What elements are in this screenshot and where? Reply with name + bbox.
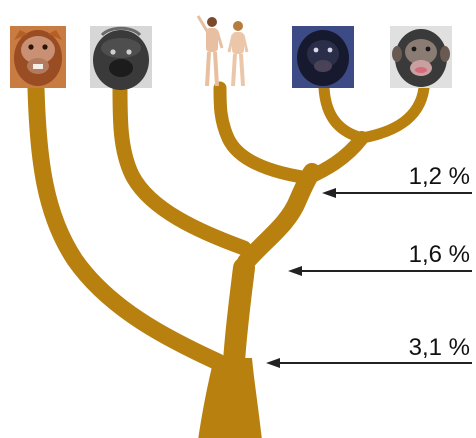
branch-stem-lower	[234, 268, 244, 362]
divergence-label: 1,6 %	[409, 241, 470, 268]
branch-bonobo	[324, 88, 362, 138]
human-pair-icon	[198, 16, 247, 86]
gorilla-icon	[90, 26, 152, 90]
tree-branches	[36, 88, 424, 438]
arrowhead-icon	[288, 266, 302, 276]
branch-chimpanzee	[362, 88, 424, 138]
branch-stem-upper	[246, 172, 312, 262]
orangutan-icon	[10, 26, 66, 88]
branch-human	[220, 88, 308, 178]
bonobo-icon	[292, 26, 354, 88]
arrowhead-icon	[266, 358, 280, 368]
divergence-label: 3,1 %	[409, 334, 470, 361]
divergence-marker-2: 1,6 %	[288, 241, 472, 276]
divergence-marker-3: 3,1 %	[266, 334, 472, 368]
branch-chimp-common	[308, 138, 362, 178]
arrowhead-icon	[322, 188, 336, 198]
chimpanzee-icon	[390, 26, 452, 88]
divergence-label: 1,2 %	[409, 163, 470, 190]
divergence-marker-1: 1,2 %	[322, 163, 472, 198]
